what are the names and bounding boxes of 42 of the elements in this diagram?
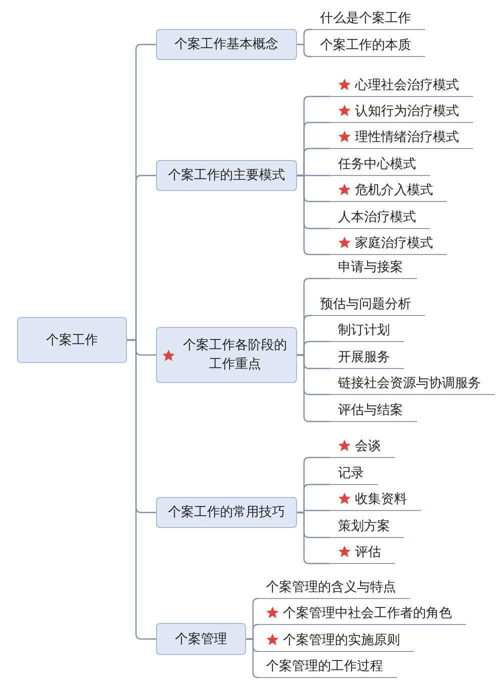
- subtopic-label: 家庭治疗模式: [355, 234, 433, 252]
- topic-box: [156, 623, 246, 655]
- subtopic-label: 什么是个案工作: [320, 10, 411, 26]
- subtopic-label: 开展服务: [338, 348, 390, 366]
- subtopic-label: 个案管理的实施原则: [283, 632, 400, 648]
- topic-box: [156, 327, 297, 383]
- subtopic-label: 任务中心模式: [338, 156, 416, 172]
- subtopic-label: 理性情绪治疗模式: [355, 128, 459, 146]
- subtopic-label: 心理社会治疗模式: [355, 76, 459, 94]
- topic-label: 个案工作: [46, 332, 98, 350]
- subtopic-label: 个案管理的含义与特点: [266, 578, 396, 596]
- branch-line: [127, 339, 156, 640]
- branch-line: [297, 354, 330, 422]
- subtopic-label: 个案管理的工作过程: [266, 658, 383, 674]
- subtopic-label: 收集资料: [355, 490, 407, 508]
- topic-label: 个案工作的常用技巧: [168, 504, 285, 522]
- subtopic-label: 评估与结案: [338, 402, 403, 418]
- subtopic-label: 认知行为治疗模式: [355, 102, 459, 120]
- branch-line: [297, 512, 330, 564]
- branch-line: [297, 174, 330, 256]
- topic-label: 个案工作基本概念: [174, 36, 278, 54]
- topic-label: 个案工作各阶段的工作重点: [182, 337, 288, 374]
- branch-line: [246, 638, 259, 678]
- subtopic-label: 链接社会资源与协调服务: [338, 374, 481, 392]
- subtopic-label: 人本治疗模式: [338, 208, 416, 226]
- subtopic-label: 会谈: [355, 438, 381, 454]
- branch-line: [297, 44, 312, 58]
- topic-box: [156, 29, 297, 60]
- topic-box: [156, 497, 297, 528]
- subtopic-label: 策划方案: [338, 518, 390, 534]
- topic-label: 个案工作的主要模式: [168, 167, 285, 185]
- subtopic-label: 评估: [355, 544, 381, 560]
- subtopic-label: 个案管理中社会工作者的角色: [283, 604, 452, 622]
- topic-label: 个案管理: [175, 630, 227, 648]
- topic-box: [17, 317, 127, 363]
- subtopic-label: 危机介入模式: [355, 182, 433, 198]
- subtopic-label: 申请与接案: [338, 258, 403, 276]
- subtopic-label: 预估与问题分析: [320, 296, 411, 312]
- topic-box: [156, 160, 297, 191]
- subtopic-label: 记录: [338, 464, 364, 482]
- subtopic-label: 个案工作的本质: [320, 36, 411, 54]
- subtopic-label: 制订计划: [338, 322, 390, 338]
